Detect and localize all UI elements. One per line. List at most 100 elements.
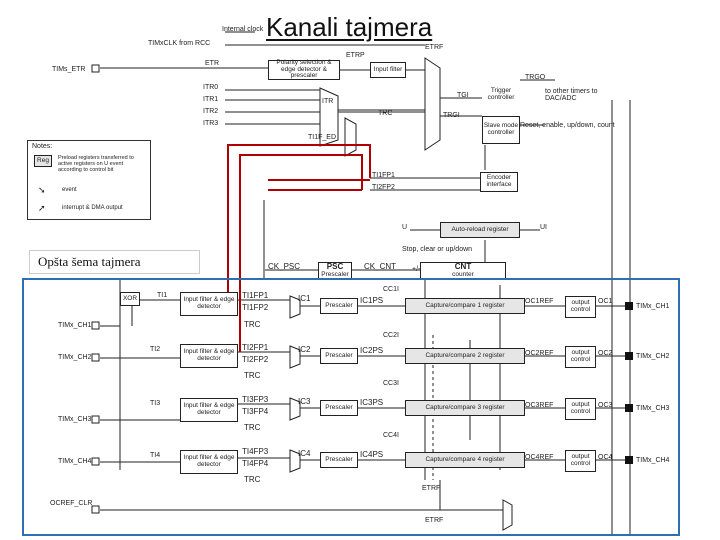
ch2-prescaler-box: Prescaler <box>320 348 358 364</box>
diagram-caption: Opšta šema tajmera <box>29 250 200 274</box>
ch4-input-filter-box: Input filter & edge detector <box>180 450 238 474</box>
ch2-ocref-label: OC2REF <box>525 350 554 357</box>
ui-label: UI <box>540 224 547 231</box>
input-filter-box: Input filter <box>370 62 406 78</box>
ch2-ccr-box: Capture/compare 2 register <box>405 348 525 364</box>
ch1-ccf-label: CC1I <box>383 286 399 293</box>
u-event-label: U <box>402 224 408 231</box>
notes-title: Notes: <box>32 143 53 150</box>
stop-clear-label: Stop, clear or up/down <box>402 246 473 253</box>
ch1-out-pin-label: TIMx_CH1 <box>636 303 670 310</box>
cnt-sub-label: counter <box>452 270 474 278</box>
ch3-icps-label: IC3PS <box>360 398 384 407</box>
ch4-ti-label: TI4 <box>150 452 161 459</box>
etrf-mid-label: ETRF <box>422 485 441 492</box>
reset-enable-label: Reset, enable, up/down, count <box>520 122 615 129</box>
ch3-trc-label: TRC <box>244 423 261 432</box>
ch1-fp-a-label: TI1FP1 <box>242 291 269 300</box>
ch2-fp-a-label: TI2FP1 <box>242 343 269 352</box>
itr3-label: ITR3 <box>203 120 219 127</box>
ch1-ti-label: TI1 <box>157 292 168 299</box>
ch1-ccr-box: Capture/compare 1 register <box>405 298 525 314</box>
ch4-prescaler-box: Prescaler <box>320 452 358 468</box>
encoder-interface-box: Encoder interface <box>480 172 518 192</box>
slave-mode-controller-box: Slave mode controller <box>482 116 520 144</box>
ch4-fp-b-label: TI4FP4 <box>242 459 269 468</box>
ch2-pin-label: TIMx_CH2 <box>58 354 92 361</box>
ch3-input-filter-box: Input filter & edge detector <box>180 398 238 422</box>
ch3-pin-label: TIMx_CH3 <box>58 416 92 423</box>
ch3-oc-label: OC3 <box>598 402 613 409</box>
ch2-ti-label: TI2 <box>150 346 161 353</box>
trc-top-label: TRC <box>378 110 393 117</box>
tims-etr-pin-label: TIMs_ETR <box>52 66 86 73</box>
etrf-bottom-label: ETRF <box>425 517 444 524</box>
itr1-label: ITR1 <box>203 96 219 103</box>
ch2-ic-label: IC2 <box>298 345 311 354</box>
ch4-ocref-label: OC4REF <box>525 454 554 461</box>
psc-sub-label: Prescaler <box>321 270 349 278</box>
ch4-pin-label: TIMx_CH4 <box>58 458 92 465</box>
ch1-trc-label: TRC <box>244 320 261 329</box>
ch4-oc-label: OC4 <box>598 454 613 461</box>
itr0-label: ITR0 <box>203 84 219 91</box>
reg-legend-text: Preload registers transferred to active … <box>58 155 134 174</box>
ch3-ocref-label: OC3REF <box>525 402 554 409</box>
ch1-oc-label: OC1 <box>598 298 613 305</box>
etrf-label: ETRF <box>425 44 444 51</box>
ch1-output-control-box: output control <box>565 296 596 318</box>
ch4-trc-label: TRC <box>244 475 261 484</box>
itr2-label: ITR2 <box>203 108 219 115</box>
ch1-ic-label: IC1 <box>298 294 311 303</box>
ch2-ccf-label: CC2I <box>383 332 399 339</box>
auto-reload-register-box: Auto-reload register <box>440 222 520 238</box>
trgo-label: TRGO <box>525 74 546 81</box>
cnt-label: CNT <box>454 262 472 272</box>
plus-minus-label: +/- <box>412 266 421 273</box>
ocref-clr-pin-label: OCREF_CLR <box>50 500 93 507</box>
to-other-timers-label: to other timers to DAC/ADC <box>545 88 598 102</box>
itr-label: ITR <box>322 98 334 105</box>
ch3-fp-a-label: TI3FP3 <box>242 395 269 404</box>
ch2-oc-label: OC2 <box>598 350 613 357</box>
ti1fp1-top-label: TI1FP1 <box>372 172 395 179</box>
xor-gate: XOR <box>120 292 140 306</box>
notes-legend: Notes: Reg Preload registers transferred… <box>27 140 151 220</box>
ch3-out-pin-label: TIMx_CH3 <box>636 405 670 412</box>
ch4-icps-label: IC4PS <box>360 450 384 459</box>
ch3-ti-label: TI3 <box>150 400 161 407</box>
ch2-trc-label: TRC <box>244 371 261 380</box>
ch2-output-control-box: output control <box>565 346 596 368</box>
ch4-ccf-label: CC4I <box>383 432 399 439</box>
interrupt-arrow-icon: ➚ <box>38 203 46 213</box>
channels-highlight-frame <box>22 278 680 536</box>
ch3-ic-label: IC3 <box>298 397 311 406</box>
psc-label: PSC <box>326 262 344 272</box>
ch4-fp-a-label: TI4FP3 <box>242 447 269 456</box>
ck-cnt-label: CK_CNT <box>364 262 397 271</box>
page-title: Kanali tajmera <box>266 12 433 42</box>
event-arrow-icon: ➘ <box>38 185 46 195</box>
ch3-output-control-box: output control <box>565 398 596 420</box>
trgi-label: TRGI <box>443 112 460 119</box>
internal-clock-label: Internal clock <box>222 26 264 33</box>
ch2-out-pin-label: TIMx_CH2 <box>636 353 670 360</box>
ch1-icps-label: IC1PS <box>360 296 384 305</box>
ch4-ic-label: IC4 <box>298 449 311 458</box>
ch1-pin-label: TIMx_CH1 <box>58 322 92 329</box>
tgi-label: TGI <box>457 92 469 99</box>
trigger-controller-box: Trigger controller <box>482 84 520 106</box>
ck-psc-label: CK_PSC <box>268 262 301 271</box>
ch4-out-pin-label: TIMx_CH4 <box>636 457 670 464</box>
ch1-ocref-label: OC1REF <box>525 298 554 305</box>
ch4-output-control-box: output control <box>565 450 596 472</box>
timxclk-label: TIMxCLK from RCC <box>148 40 211 47</box>
ch3-ccr-box: Capture/compare 3 register <box>405 400 525 416</box>
reg-legend-box: Reg <box>34 155 52 167</box>
ch3-fp-b-label: TI3FP4 <box>242 407 269 416</box>
event-legend-text: event <box>62 187 77 193</box>
ti2fp2-top-label: TI2FP2 <box>372 184 395 191</box>
ch3-ccf-label: CC3I <box>383 380 399 387</box>
ch3-prescaler-box: Prescaler <box>320 400 358 416</box>
